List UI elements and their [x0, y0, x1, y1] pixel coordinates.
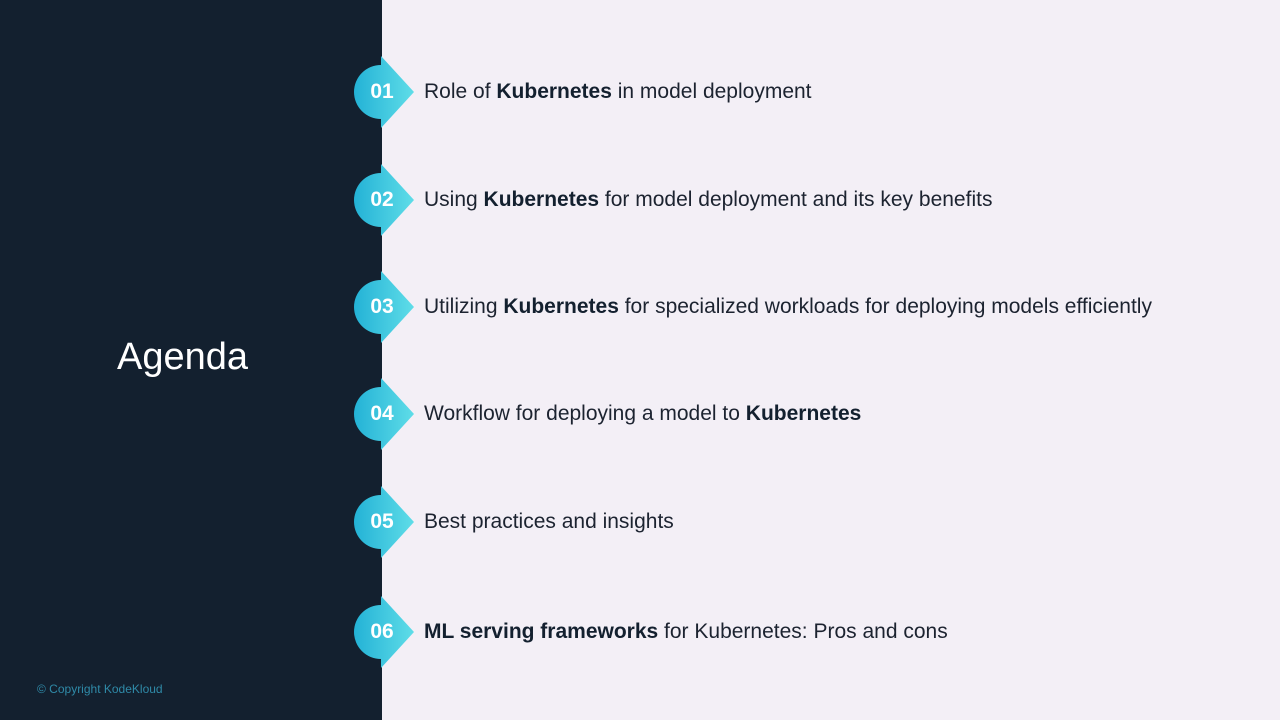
item-text: for model deployment and its key benefit…: [599, 188, 993, 211]
item-bold: Kubernetes: [483, 188, 600, 211]
item-label: Workflow for deploying a model to Kubern…: [424, 402, 861, 426]
copyright: © Copyright KodeKloud: [37, 682, 163, 696]
left-panel: [0, 0, 382, 720]
item-bold: ML serving frameworks: [424, 620, 659, 643]
item-bold: Kubernetes: [496, 80, 612, 103]
item-number: 04: [370, 402, 394, 425]
number-badge-arrow: 04: [352, 378, 416, 450]
item-label: Best practices and insights: [424, 510, 674, 534]
item-bold: Kubernetes: [745, 402, 862, 425]
item-number: 02: [370, 188, 394, 211]
agenda-item: 01 Role of Kubernetes in model deploymen…: [352, 56, 1252, 128]
item-label: ML serving frameworks for Kubernetes: Pr…: [424, 620, 948, 644]
item-text: for Kubernetes: Pros and cons: [658, 620, 948, 643]
item-text: Utilizing: [424, 295, 504, 318]
item-label: Using Kubernetes for model deployment an…: [424, 188, 992, 212]
item-text: Using: [424, 188, 484, 211]
item-text: in model deployment: [611, 80, 812, 103]
item-number: 01: [370, 80, 394, 103]
agenda-item: 04 Workflow for deploying a model to Kub…: [352, 378, 1252, 450]
item-text: for specialized workloads for deploying …: [618, 295, 1152, 318]
item-text: Workflow for deploying a model to: [424, 402, 746, 425]
item-number: 06: [370, 620, 394, 643]
number-badge-arrow: 01: [352, 56, 416, 128]
page-title: Agenda: [117, 336, 249, 378]
number-badge-arrow: 05: [352, 486, 416, 558]
item-label: Role of Kubernetes in model deployment: [424, 80, 812, 104]
item-number: 03: [370, 295, 394, 318]
item-text: Role of: [424, 80, 497, 103]
item-bold: Kubernetes: [503, 295, 619, 318]
number-badge-arrow: 02: [352, 164, 416, 236]
item-label: Utilizing Kubernetes for specialized wor…: [424, 295, 1152, 319]
item-text: Best practices and insights: [424, 510, 674, 533]
agenda-item: 05 Best practices and insights: [352, 486, 1252, 558]
number-badge-arrow: 03: [352, 271, 416, 343]
agenda-item: 02 Using Kubernetes for model deployment…: [352, 164, 1252, 236]
agenda-item: 03 Utilizing Kubernetes for specialized …: [352, 271, 1252, 343]
number-badge-arrow: 06: [352, 596, 416, 668]
item-number: 05: [370, 510, 394, 533]
agenda-item: 06 ML serving frameworks for Kubernetes:…: [352, 596, 1252, 668]
